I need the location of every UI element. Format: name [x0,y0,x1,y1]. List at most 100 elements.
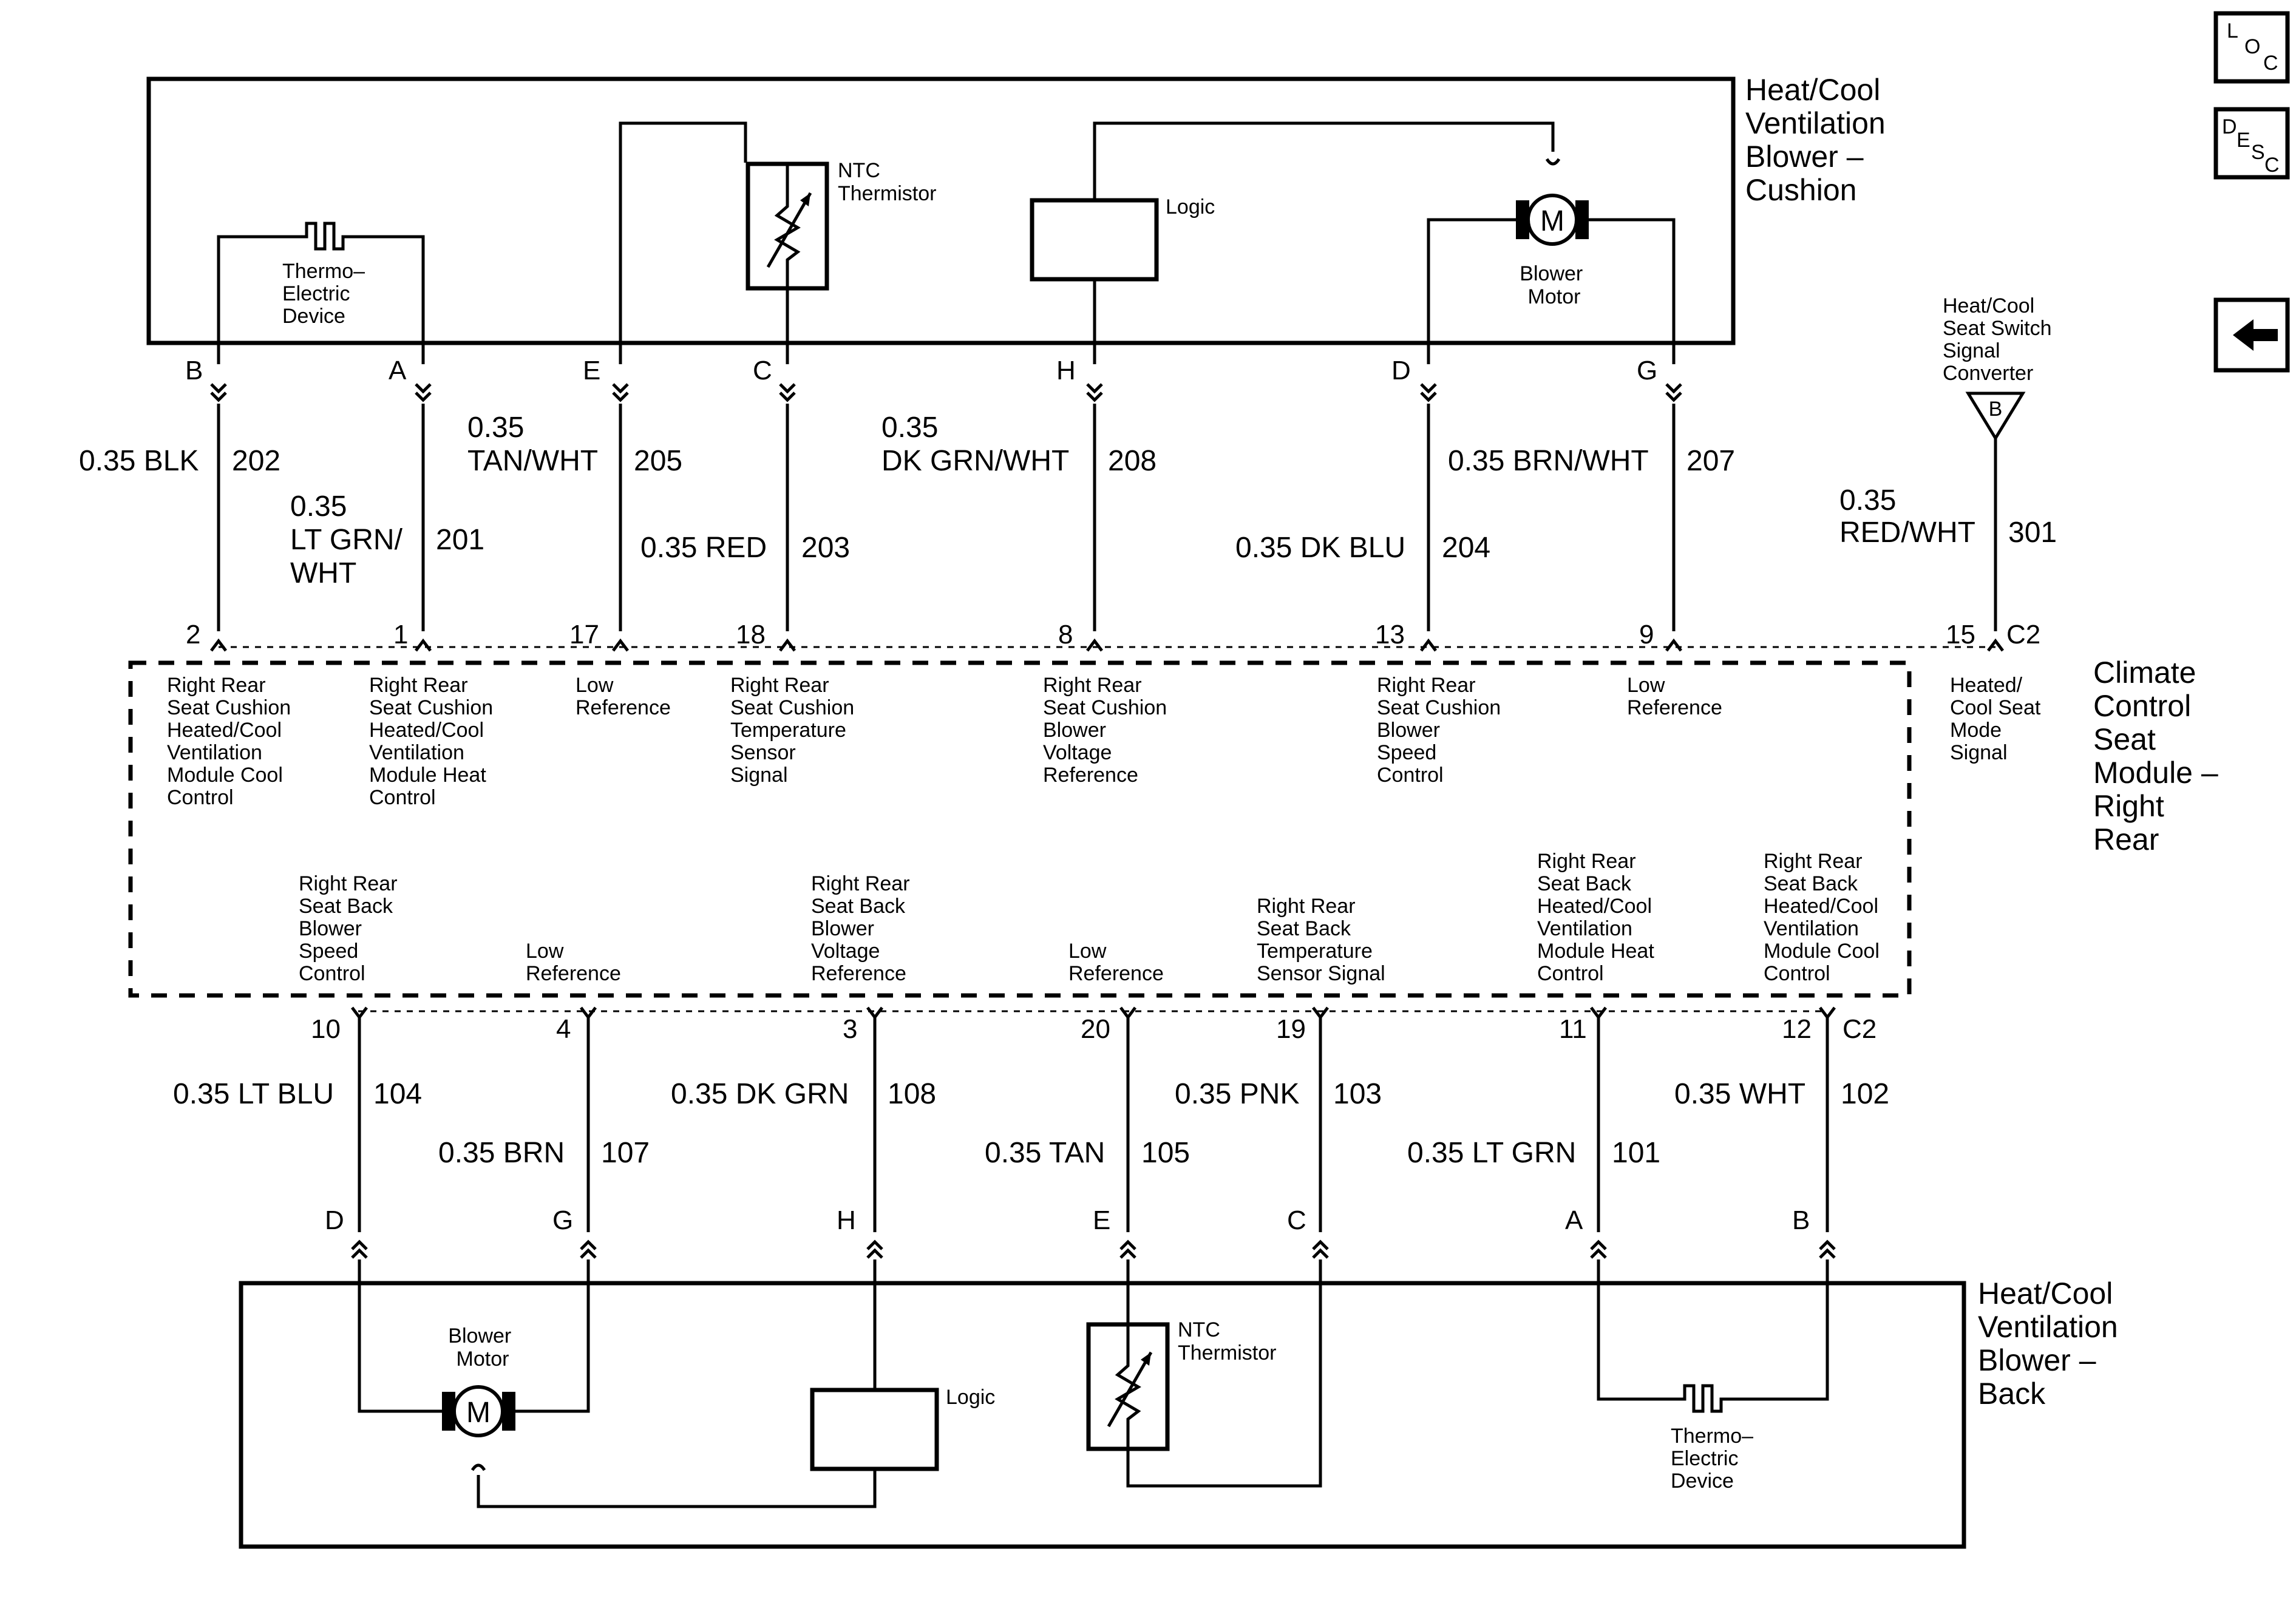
cushion-ntc-thermistor: NTC Thermistor [746,159,936,364]
fn-cushion-low-reference-2: Low Reference [1627,674,1722,719]
svg-text:0.35 PNK: 0.35 PNK [1175,1078,1299,1110]
svg-text:A: A [1565,1205,1583,1235]
desc-letter-e: E [2237,129,2250,152]
back-blower-motor: M Blower Motor [358,1259,877,1508]
cushion-title: Heat/Cool Ventilation Blower – Cushion [1745,73,1894,207]
fn-back-blower-voltage-ref: Right Rear Seat Back Blower Voltage Refe… [811,872,915,985]
svg-text:D: D [325,1205,344,1235]
svg-text:8: 8 [1058,620,1073,649]
svg-text:4: 4 [556,1014,571,1044]
back-box [239,1281,1966,1549]
module-title: Climate Control Seat Module – Right Rear [2093,656,2227,856]
loc-letter-l: L [2227,19,2238,42]
svg-text:2: 2 [186,620,200,649]
svg-text:A: A [389,356,407,385]
back-component: D G H E C A B Heat/Cool Ventilation Blow… [239,1205,2127,1549]
desc-letter-s: S [2251,141,2265,164]
connector-arrow-icon [1666,384,1681,400]
svg-text:102: 102 [1841,1078,1889,1110]
svg-text:18: 18 [736,620,766,649]
svg-text:205: 205 [634,445,682,477]
back-arrow-icon [2233,319,2278,351]
svg-text:9: 9 [1639,620,1654,649]
connector-arrow-icon [868,1242,882,1258]
svg-text:301: 301 [2008,517,2057,549]
wire-103: 0.35 PNK 103 [1175,1078,1382,1110]
svg-text:Logic: Logic [946,1386,995,1409]
module-box [128,660,1912,998]
svg-text:B: B [1792,1205,1810,1235]
svg-text:C: C [1287,1205,1306,1235]
fn-cushion-low-reference-1: Low Reference [576,674,671,719]
cushion-logic-module: Logic [1030,121,1561,364]
svg-text:Blower Motor: Blower Motor [448,1324,517,1371]
svg-text:104: 104 [373,1078,422,1110]
svg-text:13: 13 [1375,620,1405,649]
connector-arrow-icon [780,384,795,400]
svg-text:B: B [1989,398,2003,421]
svg-text:E: E [583,356,600,385]
back-motor-icon: M [466,1397,491,1429]
svg-text:3: 3 [843,1014,857,1044]
svg-text:0.35 DK GRN: 0.35 DK GRN [671,1078,849,1110]
svg-text:NTC Thermistor: NTC Thermistor [838,159,936,205]
wire-208: 0.35 DK GRN/WHT 208 [881,412,1156,477]
svg-text:0.35 LT GRN/ W: 0.35 LT GRN/ WHT [290,490,410,589]
svg-text:C: C [753,356,772,385]
back-thermo-electric-device: Thermo– Electric Device [1597,1259,1829,1493]
svg-text:0.35 RED/WHT: 0.35 RED/WHT [1839,484,1975,549]
module-bottom-pins: 10 4 3 20 19 11 12 C2 [311,1014,1877,1044]
svg-text:17: 17 [569,620,599,649]
svg-text:0.35 DK GRN/WHT: 0.35 DK GRN/WHT [881,412,1069,477]
svg-text:E: E [1093,1205,1110,1235]
svg-text:H: H [837,1205,856,1235]
svg-text:B: B [185,356,203,385]
connector-arrow-icon [1313,1242,1328,1258]
svg-text:G: G [1637,356,1657,385]
fn-back-cool-control: Right Rear Seat Back Heated/Cool Ventila… [1764,850,1885,985]
back-title: Heat/Cool Ventilation Blower – Back [1978,1276,2127,1411]
svg-text:NTC Thermistor: NTC Thermistor [1178,1318,1276,1364]
wire-205: 0.35 TAN/WHT 205 [467,412,682,477]
svg-text:Thermo– Electric: Thermo– Electric Device [282,260,371,328]
connector-arrow-icon [613,384,628,400]
svg-text:0.35 DK BLU: 0.35 DK BLU [1235,532,1405,564]
svg-text:0.35 TAN/WHT: 0.35 TAN/WHT [467,412,598,477]
wire-105: 0.35 TAN 105 [985,1137,1190,1169]
wire-207: 0.35 BRN/WHT 207 [1448,445,1735,477]
seat-switch-signal-converter: Heat/Cool Seat Switch Signal Converter B [1943,294,2057,441]
upper-wires: 0.35 BLK 202 0.35 LT GRN/ WHT 201 0.35 T… [79,404,2057,631]
fn-cushion-temp-sensor-signal: Right Rear Seat Cushion Temperature Sens… [730,674,860,787]
fn-cushion-cool-control: Right Rear Seat Cushion Heated/Cool Vent… [167,674,297,809]
fn-back-low-reference-1: Low Reference [526,940,621,985]
cushion-wire-e-loop [619,121,747,364]
svg-text:12: 12 [1782,1014,1812,1044]
connector-arrow-icon [1087,384,1102,400]
back-ntc-thermistor: NTC Thermistor [1086,1259,1322,1488]
svg-text:207: 207 [1686,445,1735,477]
loc-button[interactable]: L O C [2213,11,2290,84]
wire-201: 0.35 LT GRN/ WHT 201 [290,490,484,589]
fn-back-temp-sensor-signal: Right Rear Seat Back Temperature Sensor … [1257,895,1385,985]
desc-button[interactable]: D E S C [2213,107,2290,180]
svg-text:Heat/Cool Seat Switch: Heat/Cool Seat Switch Signal Converter [1943,294,2057,385]
back-logic-module: Logic [810,1259,995,1471]
svg-text:Thermo– Electric: Thermo– Electric Device [1671,1425,1759,1493]
connector-c2-bottom: C2 [1843,1014,1877,1044]
connector-c2-top: C2 [2006,620,2040,649]
svg-text:0.35 WHT: 0.35 WHT [1674,1078,1805,1110]
fn-back-low-reference-2: Low Reference [1068,940,1164,985]
wire-107: 0.35 BRN 107 [438,1137,650,1169]
svg-text:0.35 RED: 0.35 RED [640,532,767,564]
back-arrow-button[interactable] [2213,297,2290,373]
svg-text:Logic: Logic [1166,195,1215,219]
svg-text:108: 108 [888,1078,936,1110]
svg-text:101: 101 [1612,1137,1660,1169]
module-top-pins: 2 1 17 18 8 13 9 15 C2 [186,620,2040,649]
wire-104: 0.35 LT BLU 104 [173,1078,422,1110]
wire-102: 0.35 WHT 102 [1674,1078,1889,1110]
svg-text:15: 15 [1946,620,1975,649]
connector-arrow-icon [581,1242,596,1258]
svg-text:208: 208 [1108,445,1156,477]
